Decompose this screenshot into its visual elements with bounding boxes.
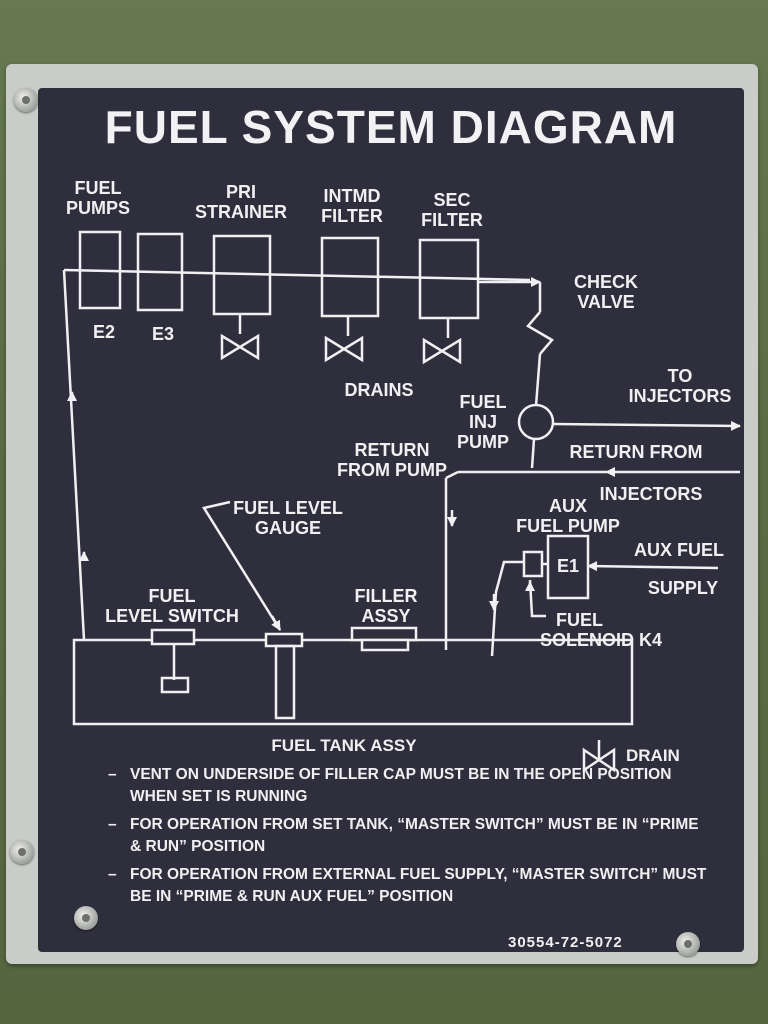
label-drains: DRAINS: [344, 380, 414, 400]
label-e2: E2: [92, 322, 116, 342]
diagram-title: FUEL SYSTEM DIAGRAM: [104, 101, 678, 153]
note-item: –FOR OPERATION FROM EXTERNAL FUEL SUPPLY…: [108, 866, 707, 905]
fuel-pump-e2: [78, 230, 122, 310]
pri-strainer: [212, 234, 272, 316]
diagram-panel: [38, 88, 744, 952]
label-aux-fuel-supply: AUX FUEL SUPPLY: [634, 540, 724, 598]
drain-valve-icon: [220, 333, 616, 773]
rivet-icon: [10, 840, 34, 864]
note-item: –VENT ON UNDERSIDE OF FILLER CAP MUST BE…: [108, 766, 672, 805]
label-e1: E1: [556, 556, 580, 576]
intmd-filter: [320, 236, 380, 318]
note-item: –FOR OPERATION FROM SET TANK, “MASTER SW…: [108, 816, 699, 855]
fuel-solenoid-k4: [522, 550, 544, 578]
fuel-pump-e3: [136, 232, 184, 312]
label-e3: E3: [151, 324, 175, 344]
part-number: 30554-72-5072: [508, 934, 623, 951]
operating-notes: –VENT ON UNDERSIDE OF FILLER CAP MUST BE…: [108, 764, 708, 914]
aux-fuel-supply-line: [587, 561, 719, 572]
rivet-icon: [14, 88, 38, 112]
label-fuel-tank-assy: FUEL TANK ASSY: [271, 736, 417, 755]
tank-supply-line: [62, 269, 86, 641]
label-return-from-injectors: RETURN FROM INJECTORS: [569, 442, 703, 504]
aux-return-line: [490, 560, 524, 657]
check-valve-icon: [526, 311, 554, 355]
to-injectors-line: [552, 420, 741, 431]
main-fuel-line: [63, 268, 531, 282]
fuel-tank: [72, 638, 634, 726]
label-drain: DRAIN: [626, 746, 680, 765]
rivet-icon: [74, 906, 98, 930]
fuel-inj-pump-icon: [517, 403, 555, 441]
rivet-icon: [676, 932, 700, 956]
